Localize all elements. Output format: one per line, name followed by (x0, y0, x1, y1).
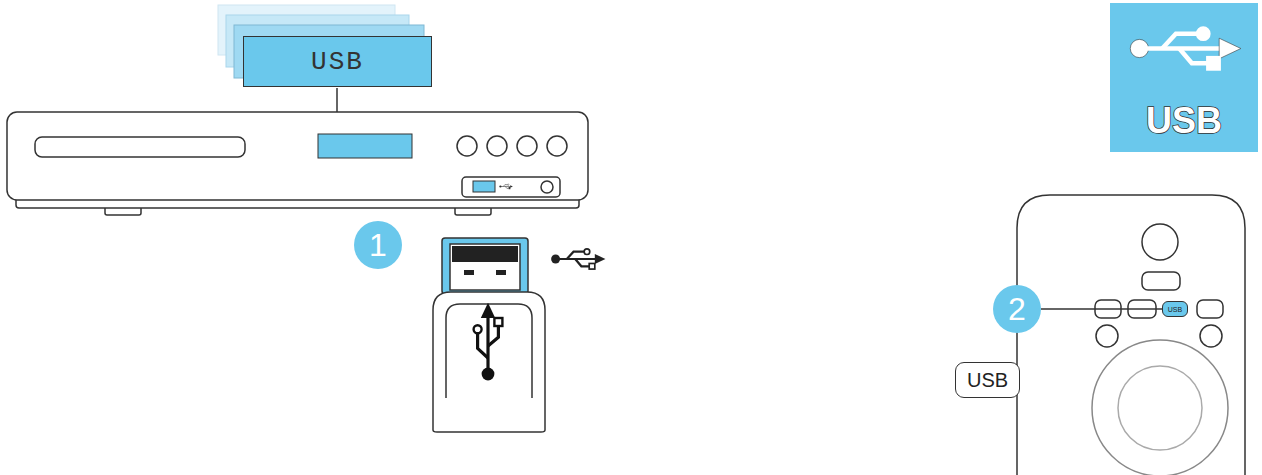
node-text: USB (1168, 306, 1182, 313)
node-text: USB (1146, 103, 1222, 139)
callout-number: 2 (993, 285, 1041, 333)
node-text: USB (967, 370, 1008, 390)
leader-line (1041, 308, 1162, 310)
usb-icon (1110, 3, 1258, 152)
icon-label: USB (1110, 92, 1258, 150)
node-text: USB (311, 49, 364, 75)
remote-control (1017, 195, 1245, 475)
node-text: 2 (1008, 293, 1026, 325)
node-text: 1 (369, 229, 387, 261)
callout-number: 1 (354, 221, 402, 269)
remote-usb-button: USB (1162, 301, 1188, 317)
usb-stick (433, 238, 545, 432)
disc-player (7, 112, 588, 215)
display-callout: USB (243, 36, 432, 87)
button-label: USB (955, 362, 1020, 398)
